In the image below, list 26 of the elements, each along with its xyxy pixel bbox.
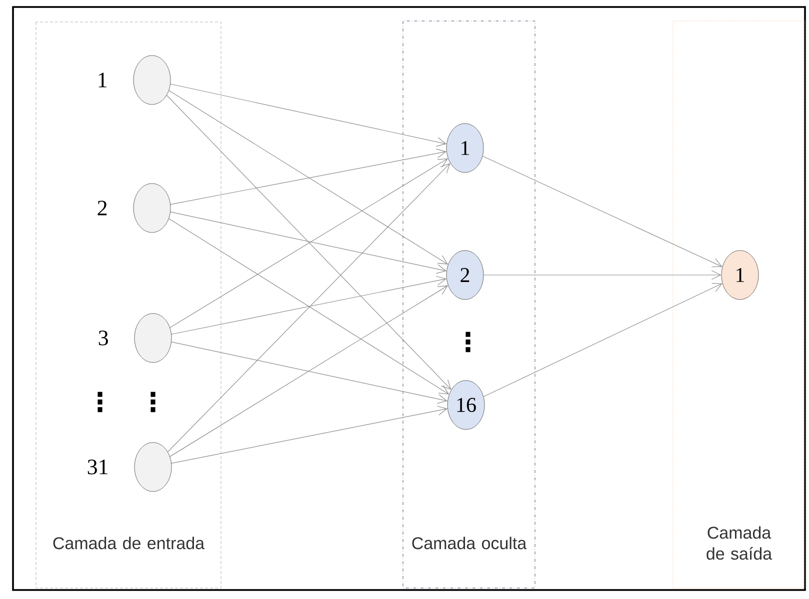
arrow [171,406,448,464]
arrow [168,90,448,264]
arrow [483,283,722,397]
neuron-circle [134,313,172,363]
arrow [170,285,448,457]
arrow [171,276,447,335]
arrow [482,156,722,268]
arrow [166,94,452,390]
arrow [170,158,448,328]
arrow [170,84,447,147]
arrow [483,270,722,280]
arrow [170,148,446,205]
neuron-number: 2 [98,200,107,216]
ellipsis-dots: ⋮ [150,392,156,412]
ellipsis-dots: ⋮ [98,392,102,412]
neuron-circle [133,55,171,105]
arrow [167,163,450,452]
neuron-circle [133,183,171,233]
neuron-number: 1 [98,72,106,88]
arrow [171,342,448,404]
neuron-circle [134,442,172,492]
neuron-number: 31 [88,460,108,474]
arrow [168,218,450,394]
ellipsis-dots: ⋮ [466,332,470,352]
arrow [170,212,447,274]
neuron-number: 3 [98,330,108,346]
